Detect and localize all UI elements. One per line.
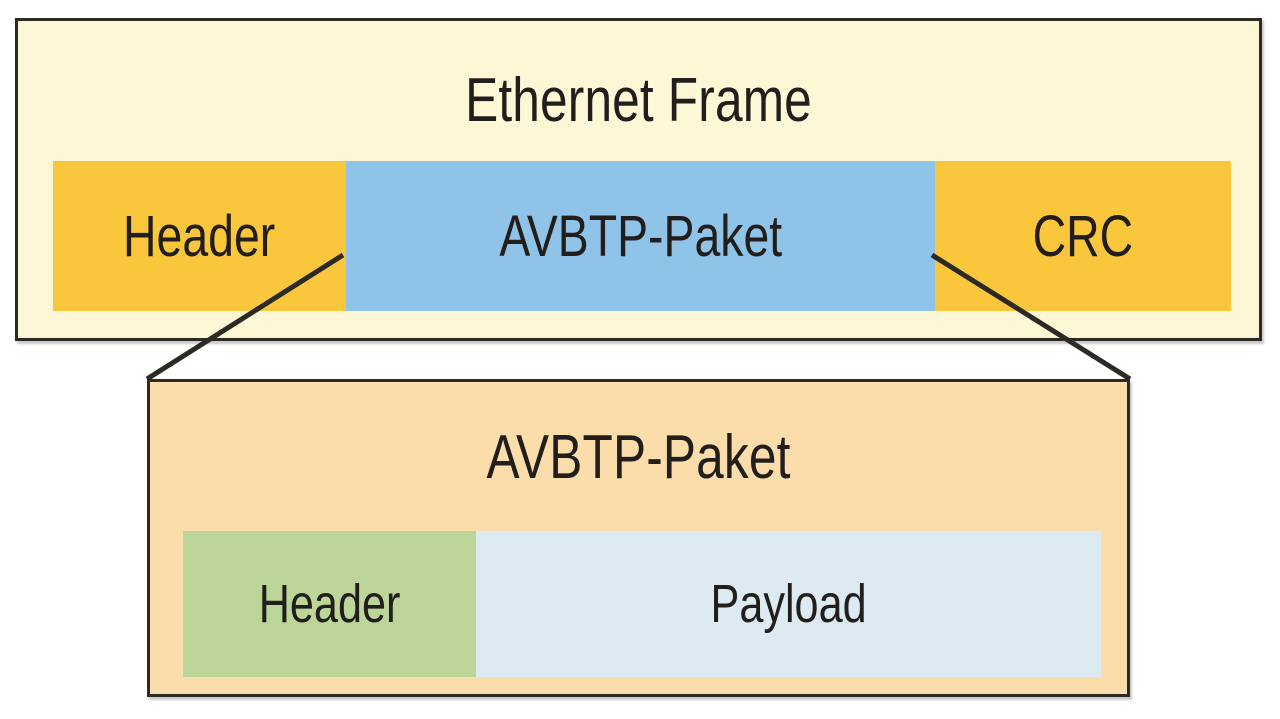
- ethernet-frame-container: Ethernet Frame Header AVBTP-Paket CRC: [15, 18, 1262, 341]
- ethernet-segment-avbtp-packet: AVBTP-Paket: [346, 161, 935, 311]
- ethernet-frame-title: Ethernet Frame: [465, 66, 812, 135]
- avbtp-segment-header-label: Header: [258, 574, 401, 634]
- avbtp-packet-container: AVBTP-Paket Header Payload: [147, 379, 1130, 697]
- avbtp-segment-payload-label: Payload: [710, 574, 867, 634]
- avbtp-packet-segment-band: Header Payload: [183, 531, 1101, 677]
- avbtp-packet-title: AVBTP-Paket: [486, 423, 791, 492]
- ethernet-frame-segment-band: Header AVBTP-Paket CRC: [53, 161, 1231, 311]
- ethernet-segment-crc-label: CRC: [1032, 203, 1134, 269]
- avbtp-segment-payload: Payload: [476, 531, 1101, 677]
- avbtp-segment-header: Header: [183, 531, 476, 677]
- ethernet-segment-crc: CRC: [935, 161, 1231, 311]
- ethernet-segment-avbtp-packet-label: AVBTP-Paket: [499, 203, 782, 269]
- ethernet-segment-header: Header: [53, 161, 346, 311]
- ethernet-segment-header-label: Header: [123, 203, 276, 269]
